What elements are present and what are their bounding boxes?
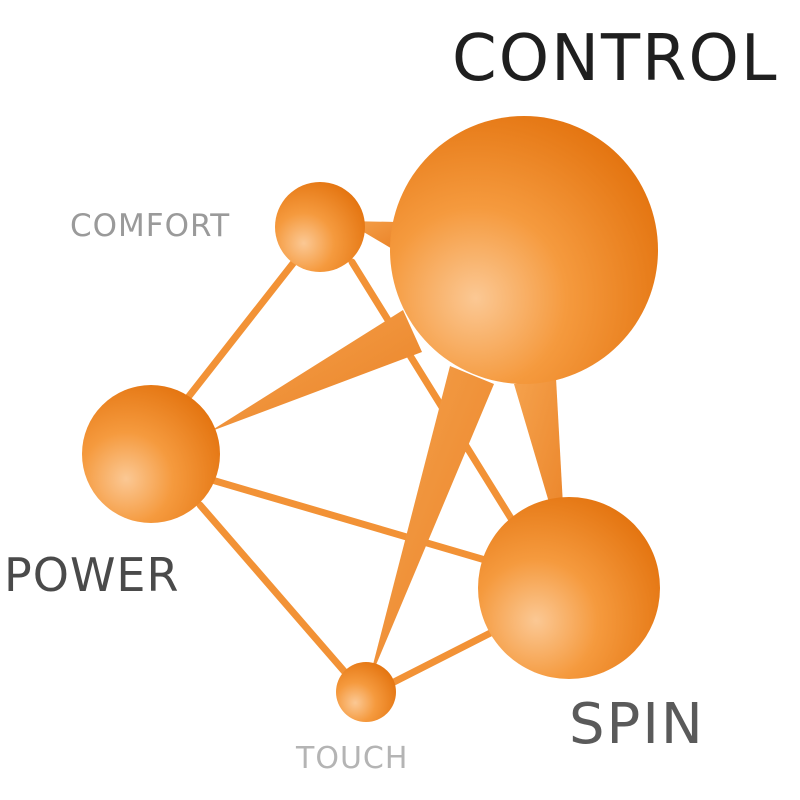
tapered-connectors — [209, 221, 566, 684]
label-comfort: COMFORT — [70, 208, 231, 244]
spoke-control-power — [209, 310, 422, 432]
spoke-control-touch — [368, 366, 494, 684]
connector-comfort-power — [182, 248, 306, 404]
label-touch: TOUCH — [296, 741, 409, 776]
label-spin: SPIN — [569, 692, 705, 757]
nodes — [82, 116, 660, 722]
connector-power-spin — [208, 476, 496, 566]
node-power-sphere — [82, 385, 220, 523]
node-comfort-sphere — [275, 182, 365, 272]
label-control: CONTROL — [452, 22, 779, 96]
connector-comfort-spin — [348, 258, 516, 524]
node-spin-sphere — [478, 497, 660, 679]
node-control-sphere — [390, 116, 658, 384]
connector-power-touch — [196, 501, 354, 682]
node-touch-sphere — [336, 662, 396, 722]
label-power: POWER — [4, 548, 180, 602]
thin-connectors — [182, 248, 518, 687]
